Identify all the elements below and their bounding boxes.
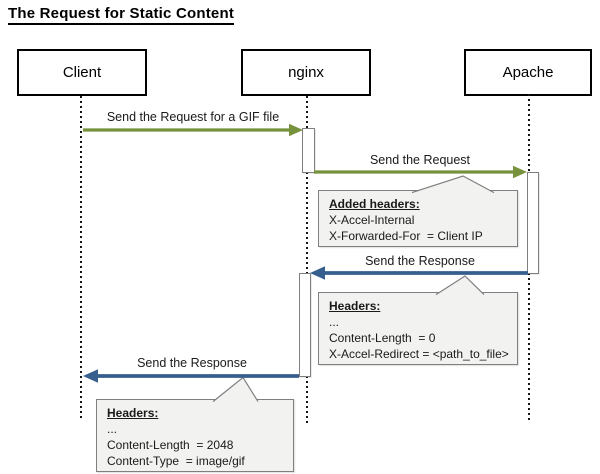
- callout-heading: Headers:: [329, 299, 381, 313]
- activation-bar-apache: [527, 172, 539, 274]
- lifeline-apache-segment-1: [528, 94, 530, 173]
- message-label-response-client: Send the Response: [137, 356, 247, 370]
- callout-added-headers: Added headers: X-Accel-Internal X-Forwar…: [318, 190, 518, 247]
- callout-line: Content-Length = 2048: [107, 438, 234, 452]
- arrowhead-request-gif: [289, 123, 303, 137]
- activation-bar-nginx-1: [302, 128, 315, 173]
- lifeline-apache-segment-2: [528, 273, 530, 420]
- actor-label-apache: Apache: [502, 64, 554, 81]
- lifeline-nginx-segment-1: [306, 96, 308, 129]
- message-label-request-apache: Send the Request: [369, 153, 471, 167]
- actor-label-client: Client: [62, 64, 102, 81]
- arrowhead-request-apache: [513, 165, 527, 179]
- callout-line: X-Forwarded-For = Client IP: [329, 229, 483, 243]
- callout-line: X-Accel-Redirect = <path_to_file>: [329, 347, 509, 361]
- lifeline-client: [80, 96, 82, 420]
- activation-bar-nginx-2: [299, 273, 311, 377]
- lifeline-nginx-segment-2: [306, 172, 308, 273]
- message-label-response-nginx: Send the Response: [365, 254, 475, 268]
- actor-box-nginx: nginx: [241, 49, 371, 96]
- callout-response-headers-apache: Headers: ... Content-Length = 0 X-Accel-…: [318, 292, 518, 365]
- callout-line: ...: [107, 422, 118, 436]
- diagram-title: The Request for Static Content: [8, 5, 235, 25]
- callout-heading: Added headers:: [329, 197, 420, 211]
- callout-line: Content-Length = 0: [329, 331, 436, 345]
- actor-box-client: Client: [17, 49, 147, 96]
- actor-label-nginx: nginx: [288, 64, 324, 81]
- arrowhead-response-nginx: [310, 266, 325, 280]
- message-label-request-gif: Send the Request for a GIF file: [106, 110, 280, 124]
- callout-response-headers-nginx: Headers: ... Content-Length = 2048 Conte…: [96, 399, 294, 472]
- callout-heading: Headers:: [107, 406, 159, 420]
- arrowhead-response-client: [83, 369, 98, 383]
- lifeline-nginx-segment-3: [306, 376, 308, 423]
- callout-line: ...: [329, 315, 340, 329]
- callout-line: X-Accel-Internal: [329, 213, 415, 227]
- callout-pointer-3: [212, 376, 259, 403]
- callout-line: Content-Type = image/gif: [107, 454, 245, 468]
- actor-box-apache: Apache: [464, 49, 592, 96]
